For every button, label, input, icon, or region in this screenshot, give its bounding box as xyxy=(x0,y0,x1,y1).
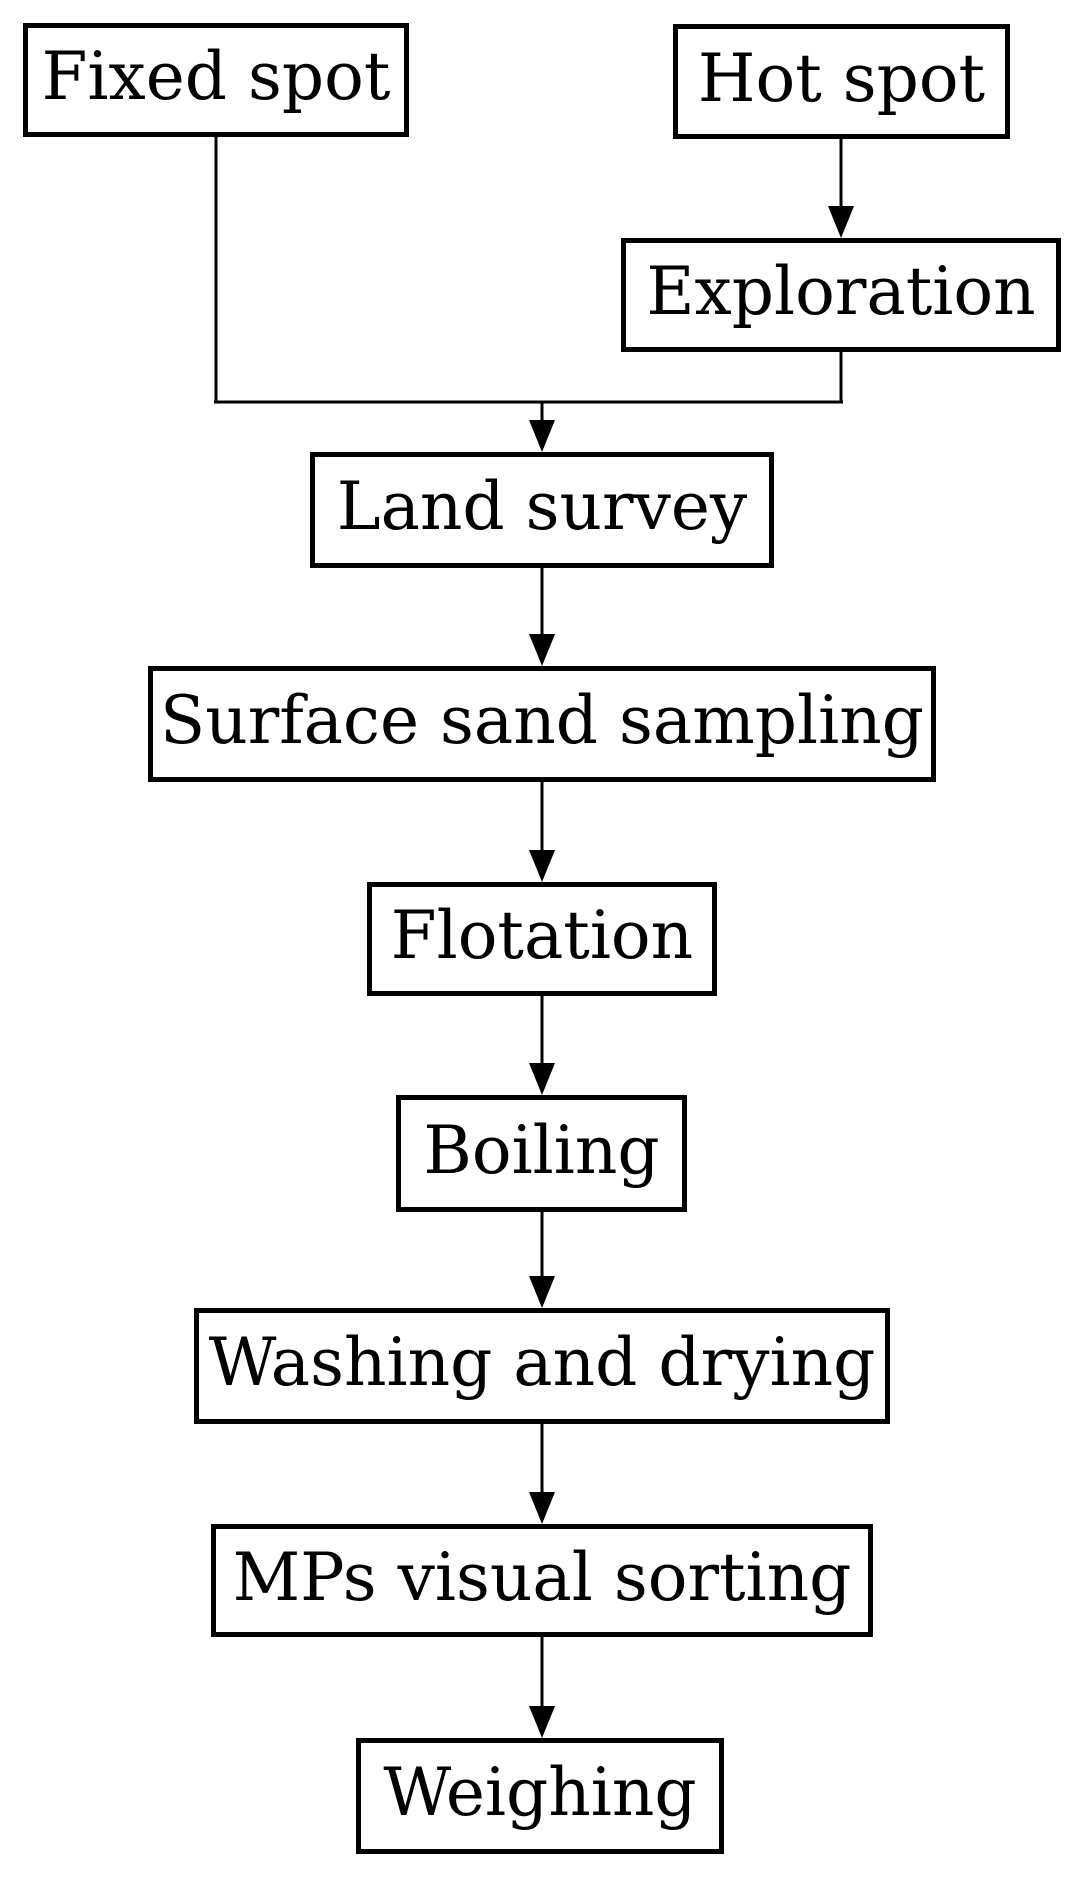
node-hot-spot: Hot spot xyxy=(673,24,1010,139)
edge-flotation-to-boiling-arrowhead-icon xyxy=(529,1063,555,1095)
node-mps-visual-sorting: MPs visual sorting xyxy=(211,1524,873,1637)
node-flotation-label: Flotation xyxy=(390,897,694,974)
node-boiling-label: Boiling xyxy=(423,1111,660,1189)
node-exploration-label: Exploration xyxy=(646,253,1036,330)
edge-mps-to-weighing-arrowhead-icon xyxy=(529,1706,555,1738)
node-exploration: Exploration xyxy=(621,238,1061,352)
node-mps-visual-sorting-label: MPs visual sorting xyxy=(232,1538,852,1616)
node-land-survey: Land survey xyxy=(310,452,774,568)
node-land-survey-label: Land survey xyxy=(336,468,748,545)
edge-surface-to-flotation-arrowhead-icon xyxy=(529,850,555,882)
node-washing-and-drying-label: Washing and drying xyxy=(208,1324,876,1401)
node-surface-sand-sampling: Surface sand sampling xyxy=(148,666,936,782)
node-weighing: Weighing xyxy=(356,1738,724,1854)
edge-washing-to-mps-arrowhead-icon xyxy=(529,1492,555,1524)
node-boiling: Boiling xyxy=(396,1095,687,1212)
node-fixed-spot: Fixed spot xyxy=(23,23,409,137)
edge-hot-spot-to-exploration-arrowhead-icon xyxy=(828,206,854,238)
node-weighing-label: Weighing xyxy=(383,1754,697,1831)
node-washing-and-drying: Washing and drying xyxy=(194,1308,890,1424)
edge-merge-to-land-survey-arrowhead-icon xyxy=(529,420,555,452)
node-hot-spot-label: Hot spot xyxy=(697,39,986,117)
edge-boiling-to-washing-arrowhead-icon xyxy=(529,1276,555,1308)
node-flotation: Flotation xyxy=(367,882,717,996)
node-surface-sand-sampling-label: Surface sand sampling xyxy=(159,682,925,759)
node-fixed-spot-label: Fixed spot xyxy=(41,38,391,115)
edge-land-survey-to-surface-arrowhead-icon xyxy=(529,634,555,666)
